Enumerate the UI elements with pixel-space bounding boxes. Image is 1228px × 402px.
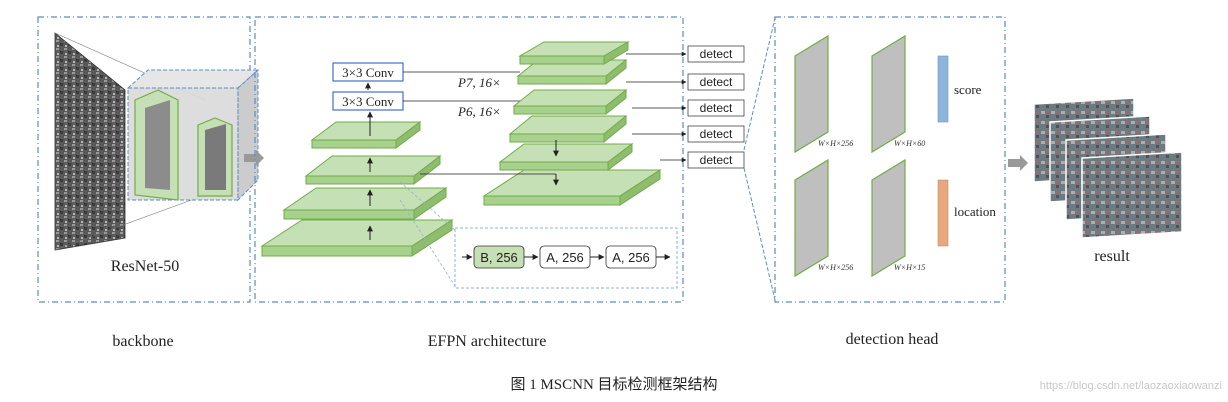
svg-text:3×3 Conv: 3×3 Conv: [342, 94, 394, 109]
left-level-4: [310, 121, 422, 149]
score-bar: [937, 55, 949, 123]
svg-text:B, 256: B, 256: [480, 250, 518, 265]
detect-outputs: detect detect detect detect detect: [626, 45, 745, 169]
location-label: location: [954, 204, 996, 219]
detect-box-5: [687, 151, 745, 169]
left-level-1: [260, 219, 454, 257]
right-level-4: [512, 88, 628, 116]
location-bar: [937, 179, 949, 247]
backbone-layer-1: [134, 89, 179, 201]
detect-box-1: [687, 45, 745, 63]
detect-label-2: detect: [700, 75, 733, 89]
left-level-3: [304, 154, 442, 186]
svg-text:A, 256: A, 256: [546, 250, 584, 265]
arrow-backbone-to-efpn: [244, 150, 264, 166]
p7-label: P7, 16×: [457, 75, 501, 90]
head-map-1: [794, 34, 829, 154]
conv-box-top: 3×3 Conv: [332, 62, 404, 82]
head-map-3: [794, 158, 829, 278]
detect-box-3: [687, 99, 745, 117]
head-map-3-label: W×H×256: [818, 263, 853, 272]
score-label: score: [954, 82, 982, 97]
efpn-right-pyramid: [420, 41, 662, 206]
watermark: https://blog.csdn.net/laozaoxiaowanzi: [1040, 380, 1222, 392]
efpn-panel: [254, 16, 684, 303]
detect-label-3: detect: [700, 101, 733, 115]
head-map-2-label: W×H×60: [894, 139, 925, 148]
detection-head-panel: [774, 16, 1006, 303]
head-map-4-label: W×H×15: [894, 263, 925, 272]
detect-label-4: detect: [700, 127, 733, 141]
backbone-layer-2: [197, 117, 233, 197]
svg-text:3×3 Conv: 3×3 Conv: [342, 65, 394, 80]
backbone-model-label: ResNet-50: [111, 258, 179, 275]
head-map-4: [871, 158, 906, 278]
p6-label: P6, 16×: [457, 104, 501, 119]
detect-box-4: [687, 125, 745, 143]
detect-label-5: detect: [700, 153, 733, 167]
left-level-2: [282, 187, 448, 220]
arrow-head-to-result: [1008, 155, 1028, 171]
head-map-2: [871, 34, 906, 154]
efpn-block-chain: B, 256 A, 256 A, 256: [399, 181, 678, 289]
detect-label-1: detect: [700, 47, 733, 61]
right-level-2: [498, 143, 634, 171]
right-level-3: [508, 114, 628, 144]
right-level-5: [516, 41, 630, 86]
efpn-left-pyramid: [260, 111, 454, 257]
figure-caption: 图 1 MSCNN 目标检测框架结构: [510, 376, 717, 393]
conv-box-bottom: 3×3 Conv: [332, 91, 404, 111]
result-label: result: [1094, 248, 1130, 265]
right-level-1: [482, 169, 662, 206]
svg-text:A, 256: A, 256: [612, 250, 650, 265]
result-images: [1033, 97, 1183, 239]
head-map-1-label: W×H×256: [818, 139, 853, 148]
backbone-satellite-image: [54, 32, 126, 251]
efpn-label: EFPN architecture: [428, 333, 547, 350]
detection-head-label: detection head: [846, 331, 939, 348]
detect-box-2: [687, 73, 745, 91]
backbone-label: backbone: [112, 333, 173, 350]
